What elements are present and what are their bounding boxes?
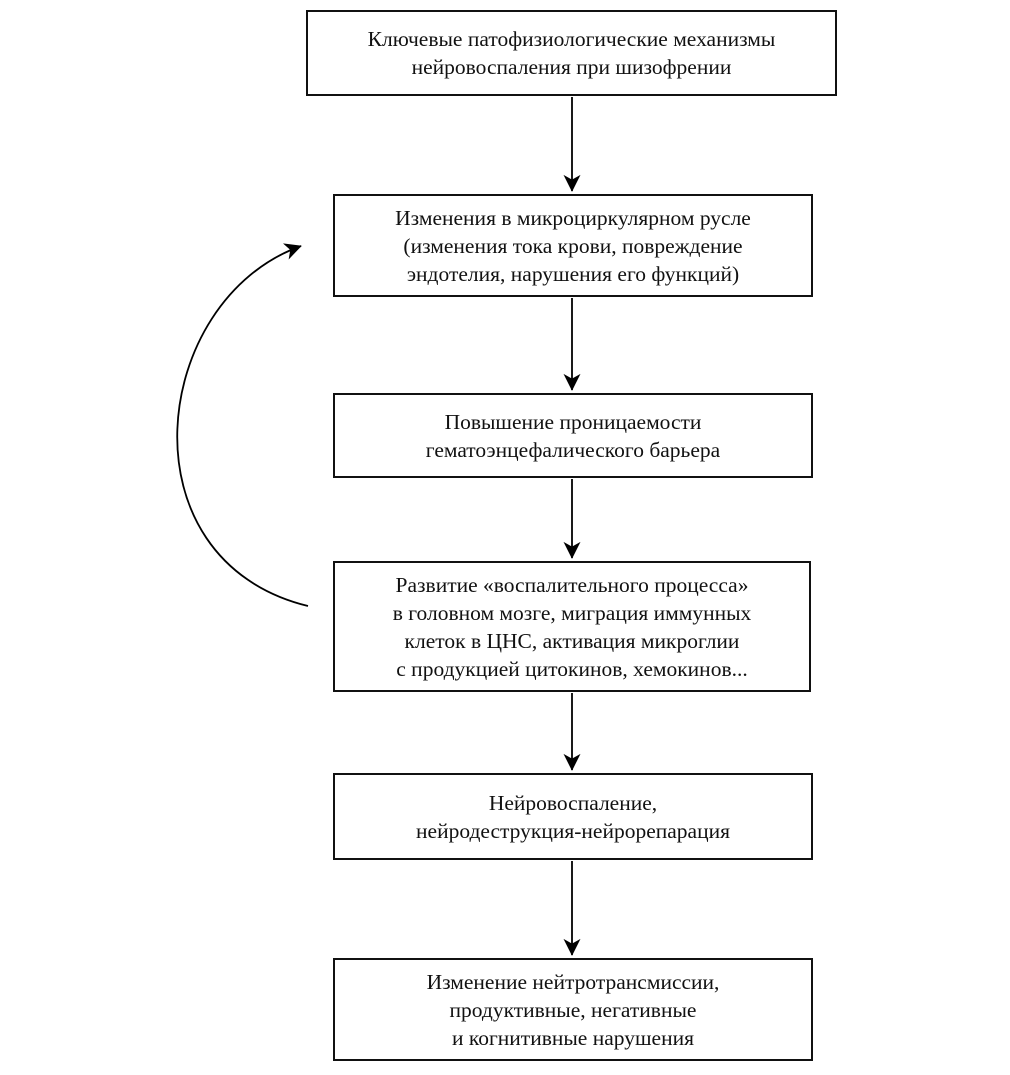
feedback-arrow-node4-node2: [176, 243, 309, 607]
node-neuroinflammation: Нейровоспаление, нейродеструкция-нейроре…: [333, 773, 813, 860]
node-neuroinflammation-text: Нейровоспаление, нейродеструкция-нейроре…: [416, 790, 730, 843]
node-inflammatory-process: Развитие «воспалительного процесса» в го…: [333, 561, 811, 692]
node-key-mechanisms-text: Ключевые патофизиологические механизмы н…: [367, 27, 776, 79]
node-neurotransmission-changes: Изменение нейтротрансмиссии, продуктивны…: [333, 958, 813, 1061]
node-inflammatory-process-text: Развитие «воспалительного процесса» в го…: [392, 572, 752, 681]
node-bbb-permeability: Повышение проницаемости гематоэнцефаличе…: [333, 393, 813, 478]
node-neurotransmission-changes-text: Изменение нейтротрансмиссии, продуктивны…: [426, 969, 720, 1050]
node-key-mechanisms: Ключевые патофизиологические механизмы н…: [306, 10, 837, 96]
node-microcirculation-changes-text: Изменения в микроциркулярном русле (изме…: [395, 205, 751, 286]
node-microcirculation-changes: Изменения в микроциркулярном русле (изме…: [333, 194, 813, 297]
node-bbb-permeability-text: Повышение проницаемости гематоэнцефаличе…: [425, 409, 721, 462]
